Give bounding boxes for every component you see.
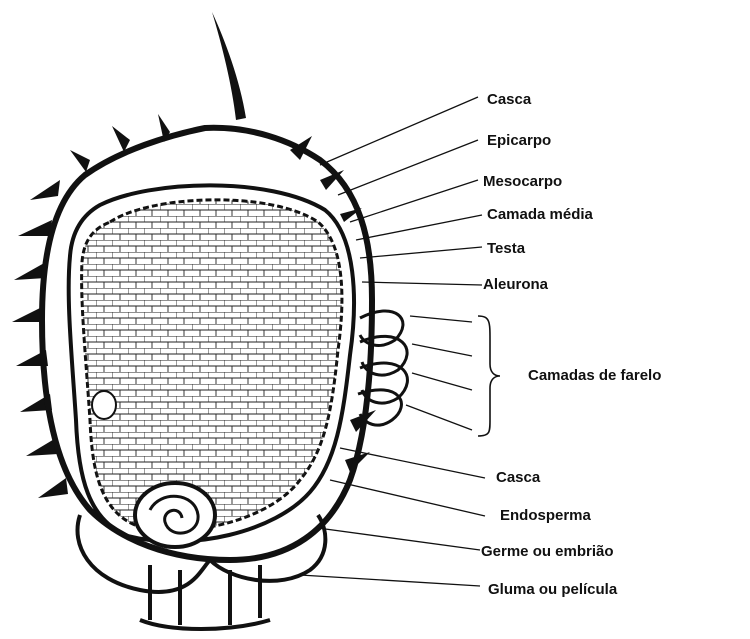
label-casca-top: Casca: [487, 91, 532, 108]
label-aleurona: Aleurona: [483, 276, 549, 293]
label-testa: Testa: [487, 240, 526, 257]
awn: [212, 12, 246, 120]
inner-oval: [92, 391, 116, 419]
label-gluma: Gluma ou película: [488, 581, 618, 598]
label-camada-media: Camada média: [487, 206, 594, 223]
label-casca-bottom: Casca: [496, 469, 541, 486]
label-endosperma: Endosperma: [500, 507, 592, 524]
label-germe: Germe ou embrião: [481, 543, 614, 560]
label-epicarpo: Epicarpo: [487, 132, 551, 149]
bran-layers-brace: [478, 316, 500, 436]
endosperm-cells: [70, 180, 360, 550]
germ-embryo: [135, 483, 215, 547]
label-camadas-de-farelo: Camadas de farelo: [528, 367, 661, 384]
label-mesocarpo: Mesocarpo: [483, 173, 562, 190]
